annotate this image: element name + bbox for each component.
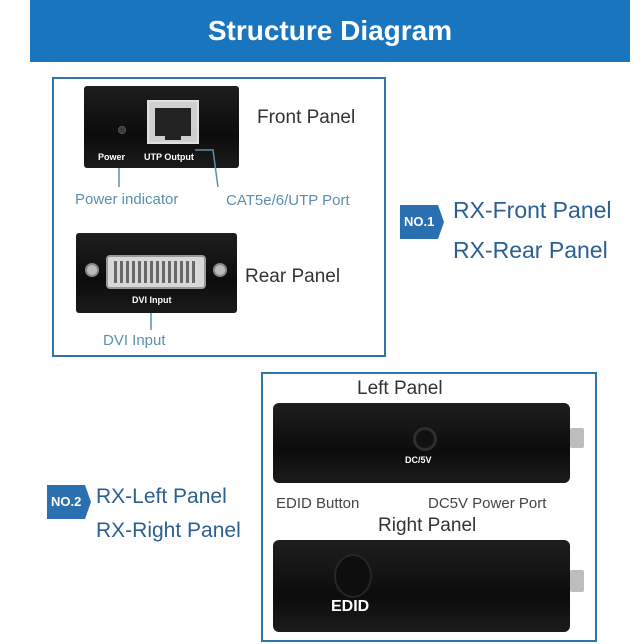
edid-button-caption: EDID Button	[276, 495, 360, 512]
left-panel-screw	[570, 428, 584, 448]
rj45-port	[147, 100, 199, 144]
left-panel-title: Left Panel	[357, 378, 443, 399]
dvi-connector	[106, 255, 206, 289]
power-indicator-caption: Power indicator	[75, 191, 179, 208]
power-device-label: Power	[98, 152, 126, 162]
no1-badge-text: NO.1	[404, 214, 435, 229]
dvi-device-label: DVI Input	[132, 295, 172, 305]
rx-rear-panel: RX-Rear Panel	[453, 237, 608, 263]
page-title: Structure Diagram	[30, 0, 630, 62]
rear-panel-device: DVI Input	[76, 233, 237, 313]
dvi-screw-left	[85, 263, 99, 277]
front-panel-device: Power UTP Output	[84, 86, 239, 168]
no1-badge	[400, 205, 444, 239]
dc-power-port-caption: DC5V Power Port	[428, 495, 547, 512]
right-panel-screw	[570, 570, 584, 592]
no2-badge-text: NO.2	[51, 494, 82, 509]
dvi-screw-right	[213, 263, 227, 277]
dc-device-label: DC/5V	[405, 455, 432, 465]
rear-panel-title: Rear Panel	[245, 266, 341, 287]
utp-device-label: UTP Output	[144, 152, 194, 162]
edid-button	[334, 554, 372, 598]
cat-port-caption: CAT5e/6/UTP Port	[226, 192, 350, 209]
dvi-input-caption: DVI Input	[103, 332, 166, 349]
edid-device-label: EDID	[331, 598, 370, 615]
right-panel-title: Right Panel	[378, 515, 477, 536]
rx-front-panel: RX-Front Panel	[453, 197, 612, 223]
right-panel-device: EDID	[273, 540, 570, 632]
no2-badge	[47, 485, 91, 519]
left-panel-device: DC/5V	[273, 403, 570, 483]
dc-jack	[413, 427, 437, 451]
rx-left-panel: RX-Left Panel	[96, 485, 227, 508]
rx-right-panel: RX-Right Panel	[96, 519, 241, 542]
power-led	[118, 126, 126, 134]
front-panel-title: Front Panel	[257, 107, 356, 128]
